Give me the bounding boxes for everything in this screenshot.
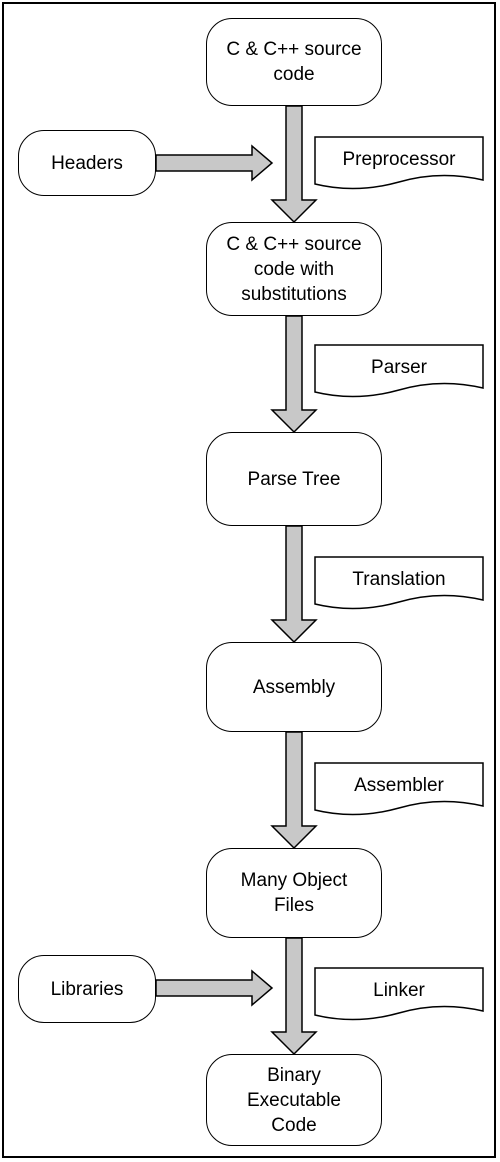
stage-linker: Linker <box>314 967 484 1023</box>
arrow-source-to-substituted <box>270 105 318 224</box>
arrow-object-files-to-binary <box>270 937 318 1056</box>
arrow-assembly-to-object-files <box>270 731 318 850</box>
arrow-substituted-to-parse-tree <box>270 315 318 434</box>
stage-translation: Translation <box>314 556 484 612</box>
node-parse-tree: Parse Tree <box>206 432 382 526</box>
node-binary-executable-label: Binary Executable Code <box>246 1064 341 1136</box>
node-assembly: Assembly <box>206 642 382 732</box>
stage-linker-label: Linker <box>373 980 425 1001</box>
arrow-parse-tree-to-assembly <box>270 525 318 644</box>
stage-parser-shape <box>314 344 484 398</box>
stage-assembler: Assembler <box>314 762 484 818</box>
stage-parser-label: Parser <box>371 357 427 378</box>
node-libraries-label: Libraries <box>50 978 124 1000</box>
stage-translation-label: Translation <box>352 569 446 590</box>
stage-assembler-shape <box>314 762 484 816</box>
node-object-files-label: Many Object Files <box>240 870 348 916</box>
node-headers: Headers <box>18 130 156 196</box>
node-source-code-label: C & C++ source code <box>226 39 362 85</box>
node-substituted-code-label: C & C++ source code with substitutions <box>226 233 362 305</box>
stage-preprocessor-label: Preprocessor <box>342 149 456 170</box>
stage-parser: Parser <box>314 344 484 400</box>
stage-linker-shape <box>314 967 484 1021</box>
node-parse-tree-label: Parse Tree <box>247 468 341 490</box>
node-libraries: Libraries <box>18 955 156 1023</box>
stage-assembler-label: Assembler <box>354 775 444 796</box>
arrow-headers-to-preprocessor <box>155 144 274 182</box>
stage-preprocessor: Preprocessor <box>314 136 484 192</box>
stage-preprocessor-shape <box>314 136 484 190</box>
arrow-libraries-to-linker <box>155 969 274 1007</box>
node-substituted-code: C & C++ source code with substitutions <box>206 222 382 316</box>
stage-translation-shape <box>314 556 484 610</box>
node-assembly-label: Assembly <box>252 676 336 698</box>
node-source-code: C & C++ source code <box>206 18 382 106</box>
node-headers-label: Headers <box>51 152 123 174</box>
node-binary-executable: Binary Executable Code <box>206 1054 382 1146</box>
node-object-files: Many Object Files <box>206 848 382 938</box>
